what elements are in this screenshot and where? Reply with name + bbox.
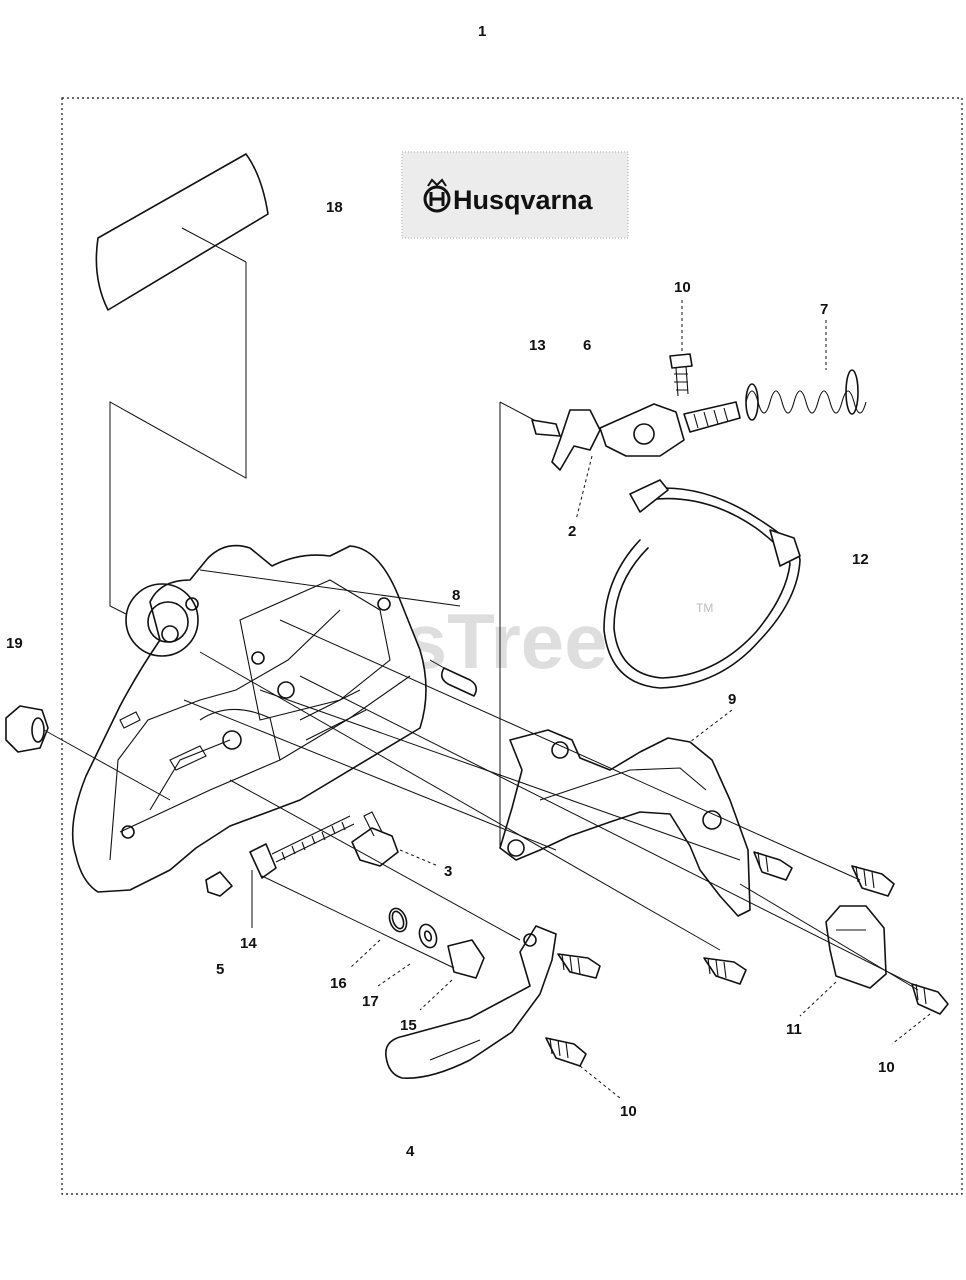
part-8-pin <box>199 569 478 697</box>
callout-19: 19 <box>6 635 23 652</box>
callout-4: 4 <box>406 1143 415 1160</box>
part-14-tension-screw <box>205 815 355 928</box>
callout-17: 17 <box>362 993 379 1010</box>
callout-3: 3 <box>444 863 452 880</box>
part-12-brake-band <box>603 479 801 689</box>
husqvarna-crown-icon <box>423 178 451 213</box>
part-16-o-ring <box>388 907 408 933</box>
brand-logo-text: Husqvarna <box>453 185 594 215</box>
callout-14: 14 <box>240 935 257 952</box>
part-3-tensioner <box>351 811 439 867</box>
part-10-brake-screw <box>669 300 693 397</box>
part-7-brake-spring <box>745 320 867 421</box>
part-10-screw-a <box>557 953 601 979</box>
part-19-bumper <box>5 705 171 801</box>
callout-13: 13 <box>529 337 546 354</box>
assembly-frame <box>61 97 963 1195</box>
callout-8: 8 <box>452 587 460 604</box>
part-15-adjuster <box>447 939 485 979</box>
callout-18: 18 <box>326 199 343 216</box>
callout-10-bottom: 10 <box>620 1103 637 1120</box>
part-17-washer <box>418 923 438 949</box>
part-18-decal <box>95 153 269 615</box>
part-4-lower-cover <box>385 925 557 1079</box>
part-11-bracket <box>825 905 887 989</box>
callout-16: 16 <box>330 975 347 992</box>
callout-12: 12 <box>852 551 869 568</box>
callout-6: 6 <box>583 337 591 354</box>
callout-15: 15 <box>400 1017 417 1034</box>
part-10-screw-d <box>753 851 793 881</box>
callout-11: 11 <box>786 1021 802 1038</box>
callout-2: 2 <box>568 523 576 540</box>
part-10-screw-f <box>891 983 949 1045</box>
callout-7: 7 <box>820 301 828 318</box>
callout-10-brake-screw: 10 <box>674 279 691 296</box>
callout-9: 9 <box>728 691 736 708</box>
watermark-tm: TM <box>696 601 713 615</box>
part-10-screw-c <box>703 957 747 985</box>
part-10-screw-e <box>851 865 895 897</box>
assembly-number: 1 <box>478 23 486 40</box>
part-5-clutch-cover <box>71 544 427 893</box>
callout-5: 5 <box>216 961 224 978</box>
callout-10-right: 10 <box>878 1059 895 1076</box>
part-9-guide-plate <box>499 729 751 917</box>
leader-lines <box>183 401 919 1017</box>
part-13-6-brake-mechanism <box>531 401 741 521</box>
brand-logo-decal: Husqvarna <box>401 151 629 239</box>
part-10-screw-b <box>545 1037 621 1099</box>
